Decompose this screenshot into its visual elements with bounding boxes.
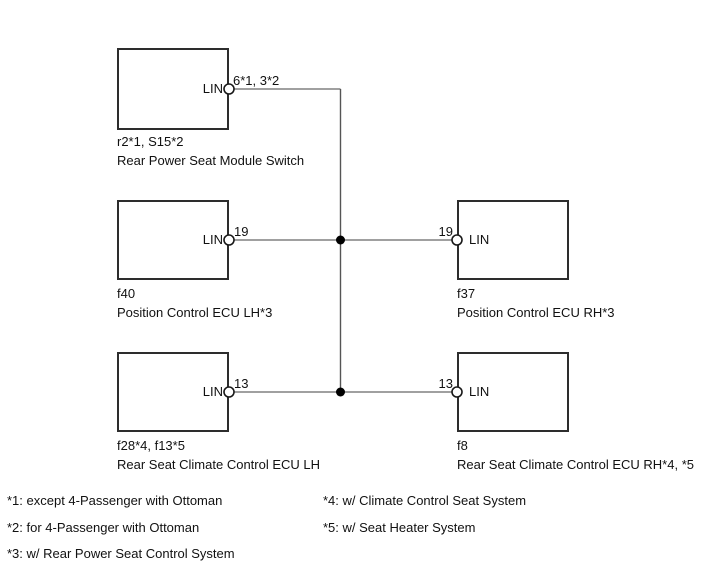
pin-label-lin: LIN <box>202 232 223 247</box>
terminal-circle-pos-rh <box>451 234 463 246</box>
footnote-5: *5: w/ Seat Heater System <box>323 520 476 535</box>
module-caption: r2*1, S15*2 Rear Power Seat Module Switc… <box>117 132 304 170</box>
pin-label-lin: LIN <box>469 232 490 247</box>
connector-code: f28*4, f13*5 <box>117 438 185 453</box>
pin-number: 19 <box>234 224 249 239</box>
junction-dot-bottom <box>336 387 345 397</box>
module-name: Rear Seat Climate Control ECU RH*4, *5 <box>457 457 694 472</box>
module-caption: f37 Position Control ECU RH*3 <box>457 284 615 322</box>
connector-code: r2*1, S15*2 <box>117 134 184 149</box>
connector-code: f40 <box>117 286 136 301</box>
pin-number: 6*1, 3*2 <box>233 73 280 88</box>
terminal-circle-switch <box>223 83 235 95</box>
box-position-control-ecu-lh <box>117 200 229 280</box>
connector-code: f37 <box>457 286 476 301</box>
footnote-3: *3: w/ Rear Power Seat Control System <box>7 546 235 561</box>
footnote-4: *4: w/ Climate Control Seat System <box>323 493 527 508</box>
module-name: Position Control ECU LH*3 <box>117 305 273 320</box>
module-caption: f28*4, f13*5 Rear Seat Climate Control E… <box>117 436 320 474</box>
box-rear-power-seat-module-switch <box>117 48 229 130</box>
junction-dot-middle <box>336 235 345 245</box>
terminal-circle-pos-lh <box>223 234 235 246</box>
pin-number: 13 <box>438 376 453 391</box>
connector-code: f8 <box>457 438 468 453</box>
module-caption: f8 Rear Seat Climate Control ECU RH*4, *… <box>457 436 694 474</box>
pin-number: 13 <box>234 376 249 391</box>
module-caption: f40 Position Control ECU LH*3 <box>117 284 272 322</box>
module-name: Position Control ECU RH*3 <box>457 305 615 320</box>
footnote-1: *1: except 4-Passenger with Ottoman <box>7 493 223 508</box>
pin-label-lin: LIN <box>202 81 223 96</box>
terminal-circle-clim-lh <box>223 386 235 398</box>
module-name: Rear Power Seat Module Switch <box>117 153 305 168</box>
module-name: Rear Seat Climate Control ECU LH <box>117 457 321 472</box>
footnote-2: *2: for 4-Passenger with Ottoman <box>7 520 200 535</box>
pin-label-lin: LIN <box>469 384 490 399</box>
terminal-circle-clim-rh <box>451 386 463 398</box>
pin-number: 19 <box>438 224 453 239</box>
pin-label-lin: LIN <box>202 384 223 399</box>
